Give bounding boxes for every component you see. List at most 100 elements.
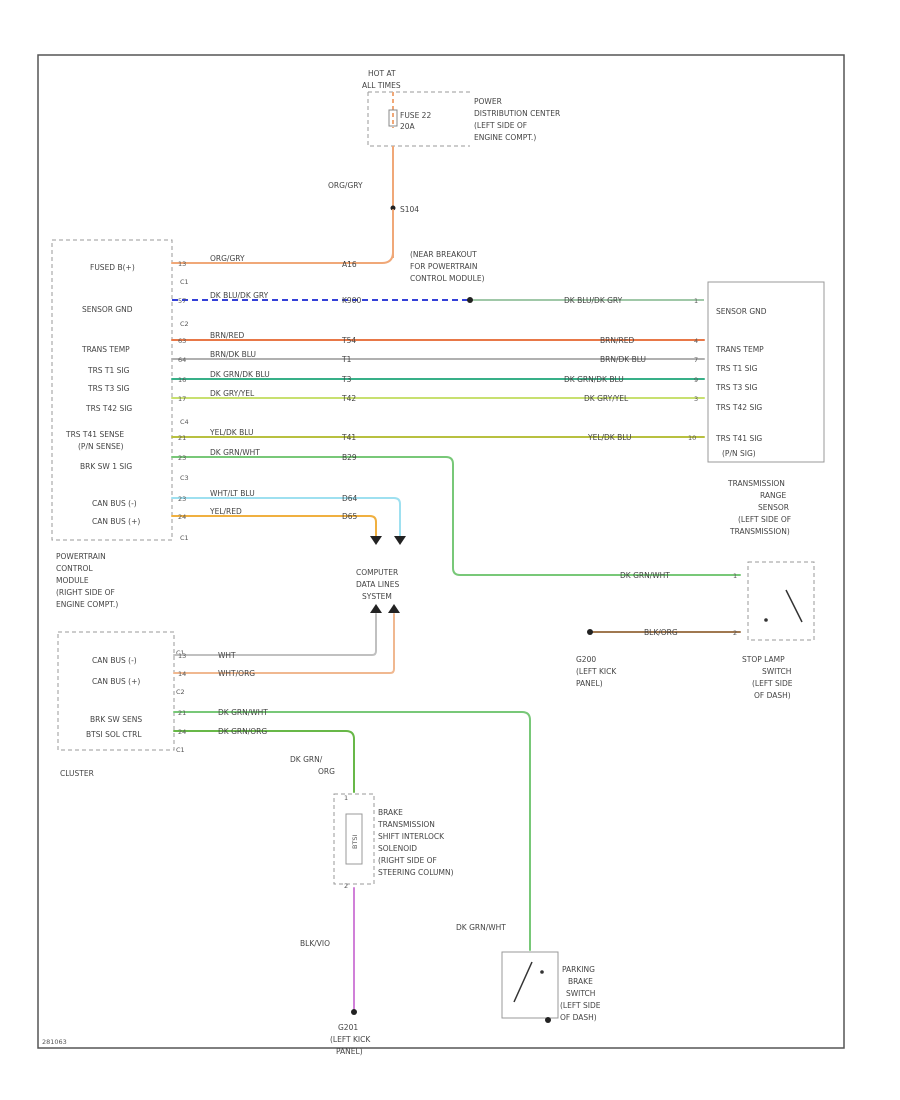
- btsi-name-4: SOLENOID: [378, 844, 417, 853]
- trs-name-5: TRANSMISSION): [729, 527, 790, 536]
- pcm-pin-can-minus: CAN BUS (-): [92, 499, 137, 508]
- cluster-pin-num-14: 14: [178, 670, 186, 678]
- trs-pin-t41: TRS T41 SIG: [715, 434, 762, 443]
- row5-circuit: T42: [341, 394, 356, 403]
- cluster-wire-dk-grn-wht: DK GRN/WHT: [218, 708, 268, 717]
- park-brake-outline: [501, 951, 559, 1019]
- stop-lamp-in-pin: 1: [733, 572, 737, 580]
- ground-g201-dot: [351, 1009, 357, 1015]
- stop-lamp-gnd-wire: BLK/ORG: [644, 628, 678, 637]
- fuse-22-symbol: [388, 109, 398, 127]
- park-brake-switch-blade: [513, 961, 533, 1003]
- btsi-coil: [345, 813, 363, 865]
- pcm-pin-trs-t1: TRS T1 SIG: [87, 366, 130, 375]
- pcm-conn-c4: C4: [180, 418, 189, 426]
- cluster-name: CLUSTER: [60, 769, 94, 778]
- park-brake-name-4: (LEFT SIDE: [560, 1001, 601, 1010]
- trs-name-4: (LEFT SIDE OF: [738, 515, 791, 524]
- row9-circuit: D65: [342, 512, 358, 521]
- row2-wire: BRN/RED: [210, 331, 244, 340]
- cluster-wire-wht-org: WHT/ORG: [218, 669, 255, 678]
- pcm-name-5: ENGINE COMPT.): [56, 600, 118, 609]
- wire-yel-red: [171, 515, 377, 539]
- stop-lamp-name-2: SWITCH: [762, 667, 791, 676]
- row8-wire: WHT/LT BLU: [210, 489, 255, 498]
- pcm-pin-can-plus: CAN BUS (+): [92, 517, 140, 526]
- right-pin-5: 10: [688, 434, 696, 442]
- park-brake-name-3: SWITCH: [566, 989, 595, 998]
- diagram-id: 281063: [42, 1038, 67, 1046]
- wire-wht: [173, 613, 377, 656]
- pcm-name-2: CONTROL: [56, 564, 93, 573]
- btsi-pin-top: 1: [344, 794, 348, 802]
- pdc-line-4: ENGINE COMPT.): [474, 133, 536, 142]
- row5-wire: DK GRY/YEL: [210, 389, 255, 398]
- pcm-pin-trans-temp: TRANS TEMP: [81, 345, 130, 354]
- row0-wire: ORG/GRY: [210, 254, 245, 263]
- row0-pin: 13: [178, 260, 186, 268]
- pdc-outline: [367, 91, 470, 147]
- wire-wht-org: [173, 613, 395, 674]
- right-wire-3: DK GRN/DK BLU: [564, 375, 624, 384]
- right-wire-1: BRN/RED: [600, 336, 634, 345]
- row3-pin: 64: [178, 356, 186, 364]
- btsi-wire-line-1: DK GRN/: [290, 755, 323, 764]
- pcm-pin-trs-t41: TRS T41 SENSE: [65, 430, 124, 439]
- diagram-frame: [37, 54, 845, 1049]
- btsi-name-3: SHIFT INTERLOCK: [378, 832, 445, 841]
- can-minus-arrow-down: [394, 536, 406, 545]
- g200-line-3: PANEL): [576, 679, 603, 688]
- cluster-wire-dk-grn-org: DK GRN/ORG: [218, 727, 267, 736]
- cluster-pin-btsi: BTSI SOL CTRL: [86, 730, 142, 739]
- btsi-name-2: TRANSMISSION: [377, 820, 435, 829]
- splice-s104-dot: [390, 205, 396, 211]
- park-brake-name-1: PARKING: [562, 965, 595, 974]
- row1-pin: 57: [178, 297, 186, 305]
- g201-line-3: PANEL): [336, 1047, 363, 1056]
- row7-circuit: B29: [342, 453, 357, 462]
- sensor-gnd-splice-dot: [467, 297, 473, 303]
- cluster-can-arrow-1: [370, 604, 382, 613]
- splice-s104-label: S104: [400, 205, 419, 214]
- right-pin-4: 3: [694, 395, 698, 403]
- data-lines-3: SYSTEM: [362, 592, 392, 601]
- row9-wire: YEL/RED: [209, 507, 242, 516]
- right-pin-3: 9: [694, 376, 698, 384]
- park-brake-name-2: BRAKE: [568, 977, 593, 986]
- btsi-outline: [333, 793, 375, 885]
- row1-circuit: K900: [342, 296, 361, 305]
- ground-g200-dot: [587, 629, 593, 635]
- stop-lamp-name-4: OF DASH): [754, 691, 791, 700]
- pcm-pin-trs-t3: TRS T3 SIG: [87, 384, 130, 393]
- trs-outline: [707, 281, 825, 463]
- cluster-conn-c1: C1: [176, 649, 185, 657]
- row6-pin: 21: [178, 434, 186, 442]
- pcm-outline: [51, 239, 173, 541]
- wire-cluster-dk-grn-wht: [173, 711, 531, 951]
- trs-name-2: RANGE: [760, 491, 786, 500]
- cluster-conn-c1b: C1: [176, 746, 185, 754]
- row4-wire: DK GRN/DK BLU: [210, 370, 270, 379]
- can-plus-arrow-down: [370, 536, 382, 545]
- g200-line-1: G200: [576, 655, 596, 664]
- pcm-name-4: (RIGHT SIDE OF: [56, 588, 115, 597]
- right-wire-4: DK GRY/YEL: [584, 394, 629, 403]
- stop-lamp-gnd-pin: 2: [733, 629, 737, 637]
- trs-pin-pn: (P/N SIG): [722, 449, 756, 458]
- btsi-pin-bottom: 2: [344, 882, 348, 890]
- cluster-pin-num-13: 13: [178, 652, 186, 660]
- right-pin-0: 1: [694, 297, 698, 305]
- pcm-pin-pn-sense: (P/N SENSE): [78, 442, 124, 451]
- row3-wire: BRN/DK BLU: [210, 350, 256, 359]
- row2-circuit: T54: [341, 336, 356, 345]
- cluster-wire-wht: WHT: [218, 651, 236, 660]
- cluster-outline: [57, 631, 175, 751]
- cluster-pin-can-minus: CAN BUS (-): [92, 656, 137, 665]
- btsi-name-5: (RIGHT SIDE OF: [378, 856, 437, 865]
- wire-dk-grn-org: [173, 730, 355, 793]
- breakout-line-2: FOR POWERTRAIN: [410, 262, 478, 271]
- btsi-name-6: STEERING COLUMN): [378, 868, 454, 877]
- breakout-line-3: CONTROL MODULE): [410, 274, 485, 283]
- row5-pin: 17: [178, 395, 186, 403]
- trs-name-3: SENSOR: [758, 503, 789, 512]
